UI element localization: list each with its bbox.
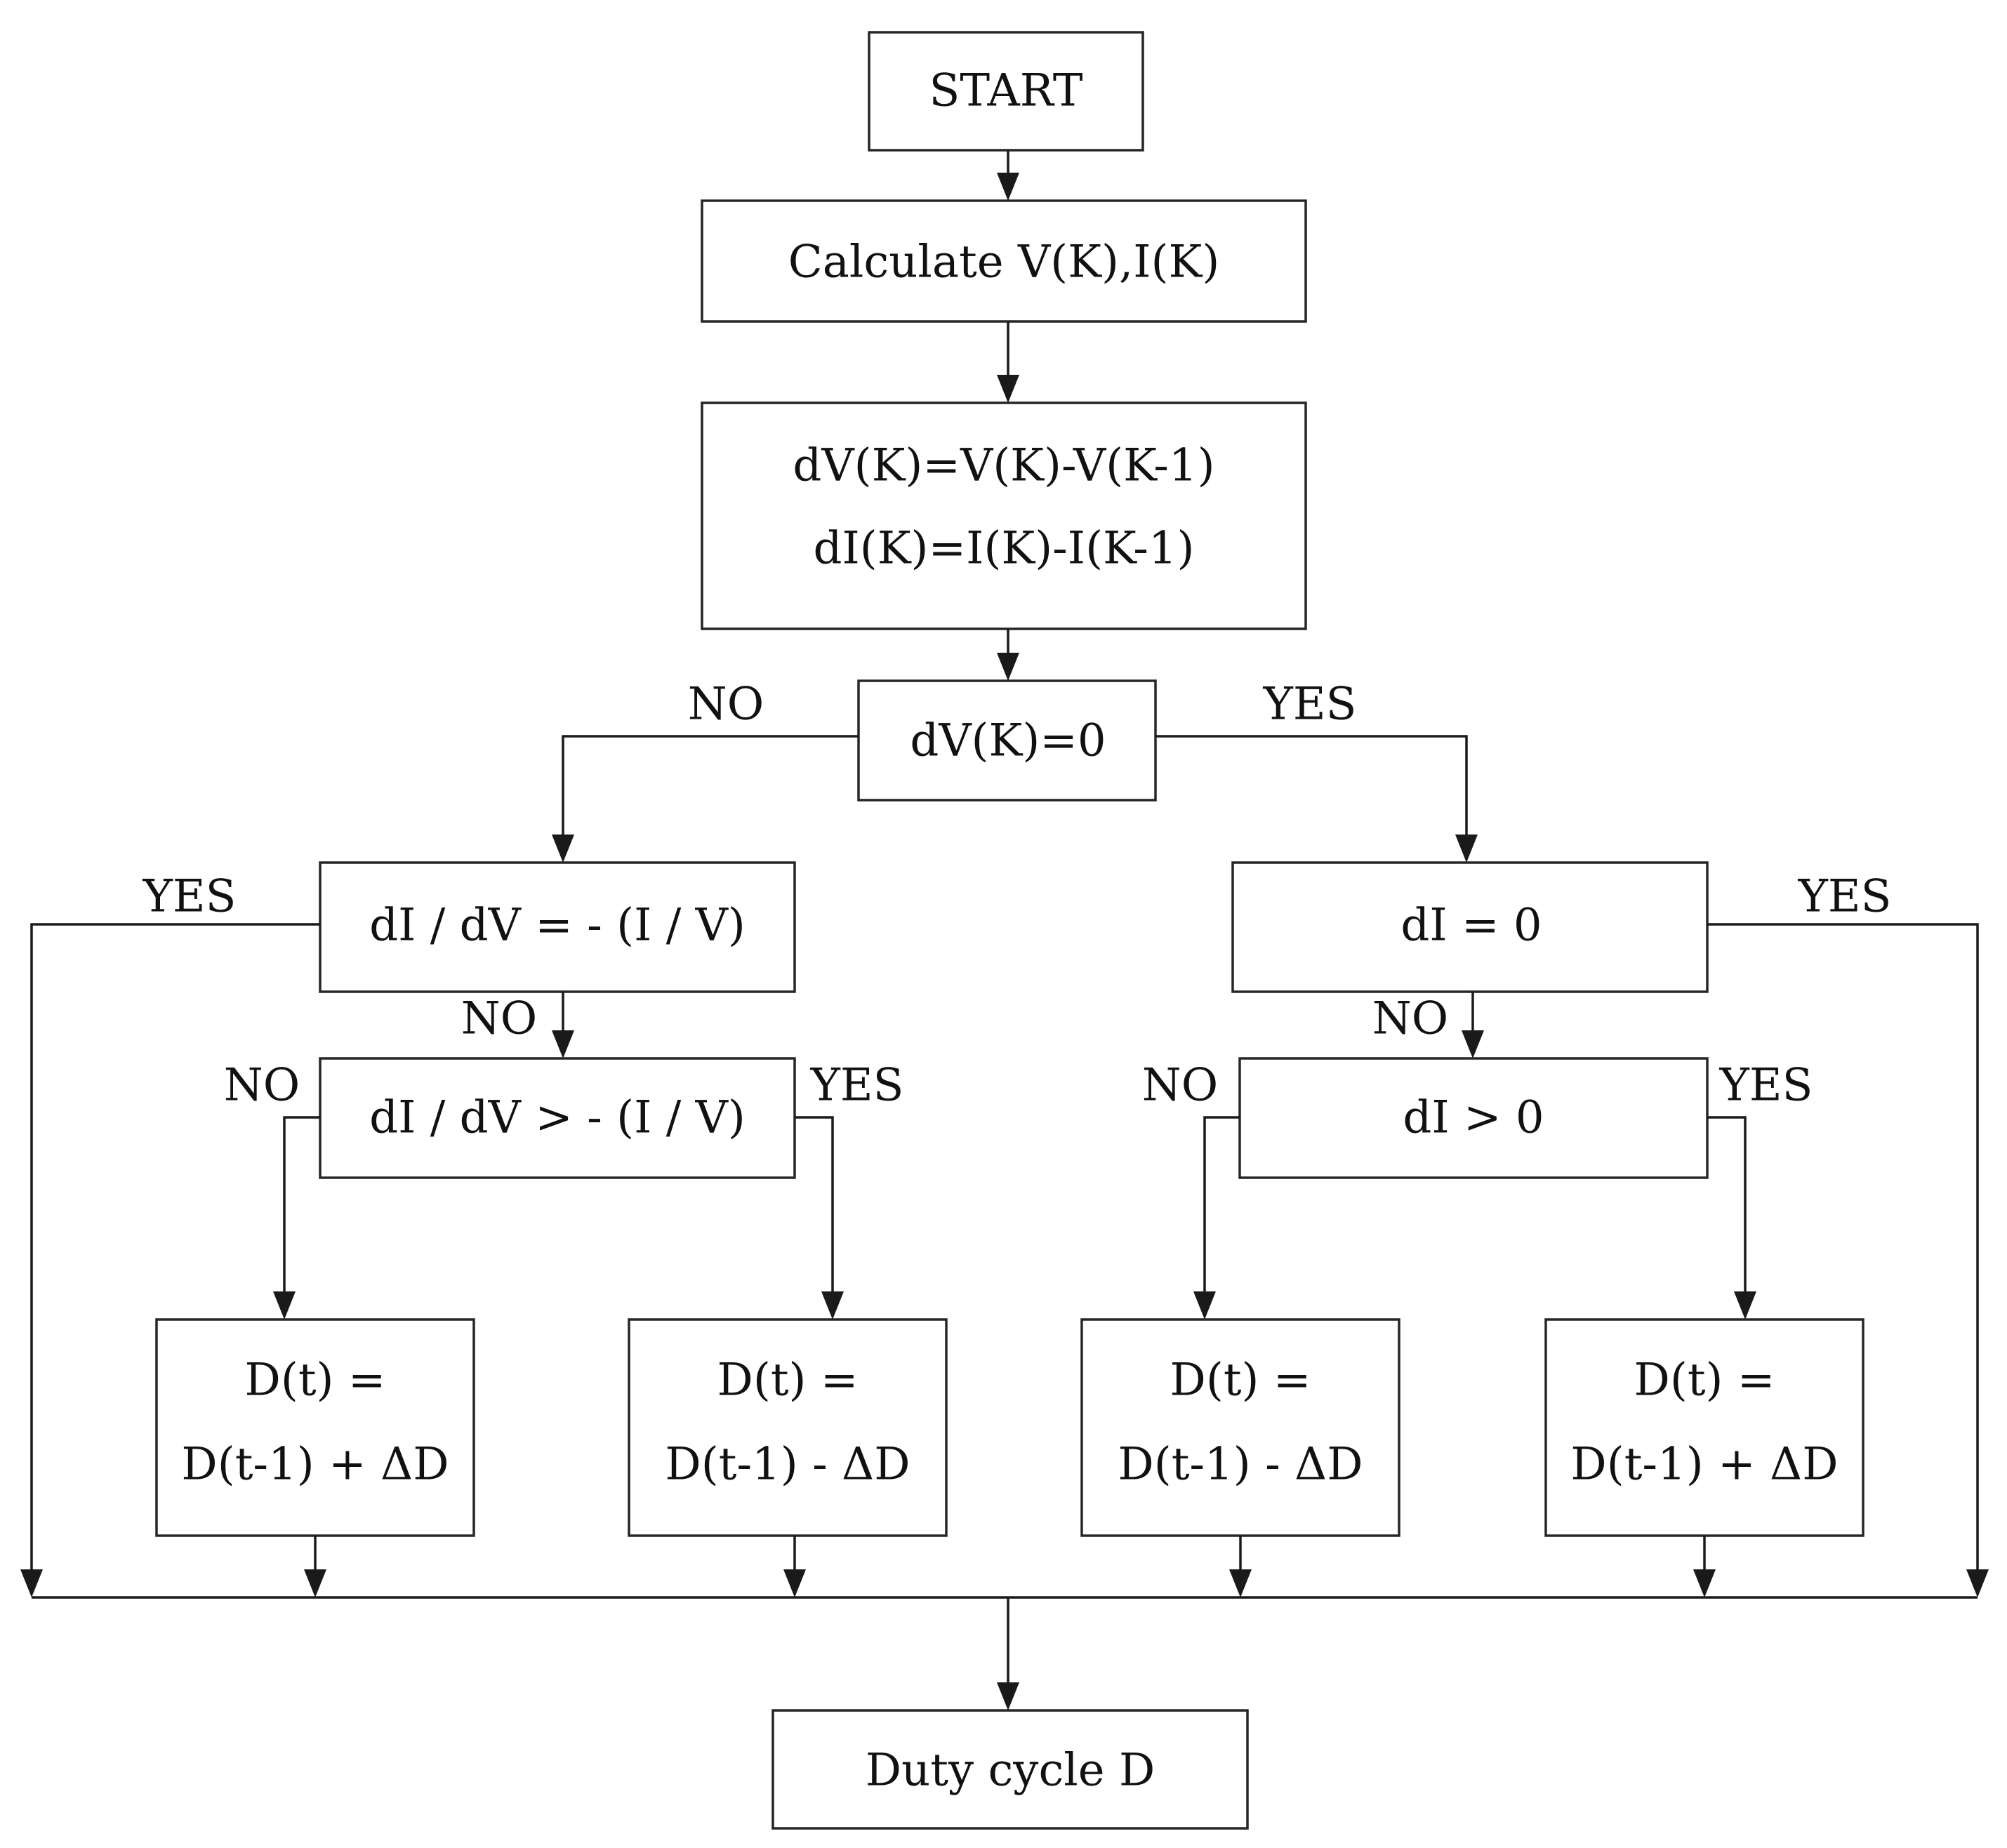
- duty-increase-box-left: [155, 1318, 475, 1537]
- connector-dv-no: [562, 735, 859, 839]
- branch-label-yes: YES: [143, 871, 237, 923]
- arrowhead: [997, 173, 1019, 201]
- arrowhead: [273, 1291, 296, 1319]
- calculate-box: [701, 199, 1307, 323]
- branch-label-no: NO: [224, 1060, 300, 1112]
- branch-label-no: NO: [1142, 1060, 1218, 1112]
- duty-cycle-label: Duty cycle D: [866, 1745, 1155, 1797]
- arrowhead: [997, 653, 1019, 681]
- arrowhead: [304, 1569, 326, 1597]
- di-greater-label: dI > 0: [1403, 1092, 1544, 1144]
- arrowhead: [1455, 835, 1478, 863]
- update1-line2: D(t-1) + ΔD: [181, 1439, 449, 1491]
- arrowhead: [1193, 1291, 1216, 1319]
- arrowhead: [552, 835, 574, 863]
- arrowhead: [20, 1569, 43, 1597]
- update3-line2: D(t-1) - ΔD: [1118, 1439, 1363, 1491]
- arrowhead: [997, 375, 1019, 403]
- branch-label-yes: YES: [1719, 1060, 1813, 1112]
- arrowhead: [1966, 1569, 1989, 1597]
- arrowhead: [997, 1682, 1019, 1710]
- branch-label-no: NO: [461, 993, 537, 1045]
- connector-dv-yes: [1155, 735, 1468, 839]
- ratio-equal-label: dI / dV = - (I / V): [369, 900, 746, 952]
- current-difference-label: dI(K)=I(K)-I(K-1): [814, 523, 1195, 575]
- voltage-difference-label: dV(K)=V(K)-V(K-1): [793, 440, 1214, 492]
- connector-ratio-gt-yes: [795, 1116, 834, 1296]
- arrowhead: [821, 1291, 844, 1319]
- ratio-equal-decision-box: [319, 861, 796, 993]
- update1-line1: D(t) =: [245, 1355, 386, 1407]
- dv-zero-label: dV(K)=0: [910, 715, 1106, 767]
- arrowhead: [783, 1569, 806, 1597]
- calculate-label: Calculate V(K),I(K): [788, 237, 1220, 288]
- difference-box: [701, 401, 1307, 630]
- duty-decrease-box-right: [1080, 1318, 1400, 1537]
- arrowhead: [1229, 1569, 1252, 1597]
- start-label: START: [929, 65, 1083, 117]
- update3-line1: D(t) =: [1170, 1355, 1311, 1407]
- branch-label-yes: YES: [1263, 679, 1357, 731]
- start-box: [868, 31, 1144, 152]
- connector-di-eq-yes: [1707, 923, 1979, 1571]
- duty-increase-box-right: [1544, 1318, 1864, 1537]
- update4-line2: D(t-1) + ΔD: [1570, 1439, 1838, 1491]
- connector-ratio-gt-no: [283, 1116, 320, 1296]
- update2-line2: D(t-1) - ΔD: [665, 1439, 910, 1491]
- branch-label-no: NO: [1372, 993, 1448, 1045]
- dv-zero-decision-box: [857, 679, 1157, 802]
- branch-label-yes: YES: [1798, 871, 1892, 923]
- arrowhead: [1693, 1569, 1716, 1597]
- arrowhead: [1734, 1291, 1756, 1319]
- di-zero-decision-box: [1231, 861, 1709, 993]
- connector-di-gt-no: [1203, 1116, 1240, 1296]
- branch-label-yes: YES: [810, 1060, 904, 1112]
- update2-line1: D(t) =: [717, 1355, 859, 1407]
- connector-di-gt-yes: [1707, 1116, 1747, 1296]
- duty-cycle-box: [771, 1709, 1249, 1830]
- ratio-greater-decision-box: [319, 1057, 796, 1179]
- arrowhead: [1462, 1030, 1484, 1058]
- connector-ratio-eq-yes: [30, 923, 320, 1571]
- di-zero-label: dI = 0: [1400, 900, 1542, 952]
- duty-decrease-box-left: [628, 1318, 948, 1537]
- arrowhead: [552, 1030, 574, 1058]
- ratio-greater-label: dI / dV > - (I / V): [369, 1092, 746, 1144]
- branch-label-no: NO: [688, 679, 764, 731]
- update4-line1: D(t) =: [1634, 1355, 1775, 1407]
- di-greater-decision-box: [1238, 1057, 1709, 1179]
